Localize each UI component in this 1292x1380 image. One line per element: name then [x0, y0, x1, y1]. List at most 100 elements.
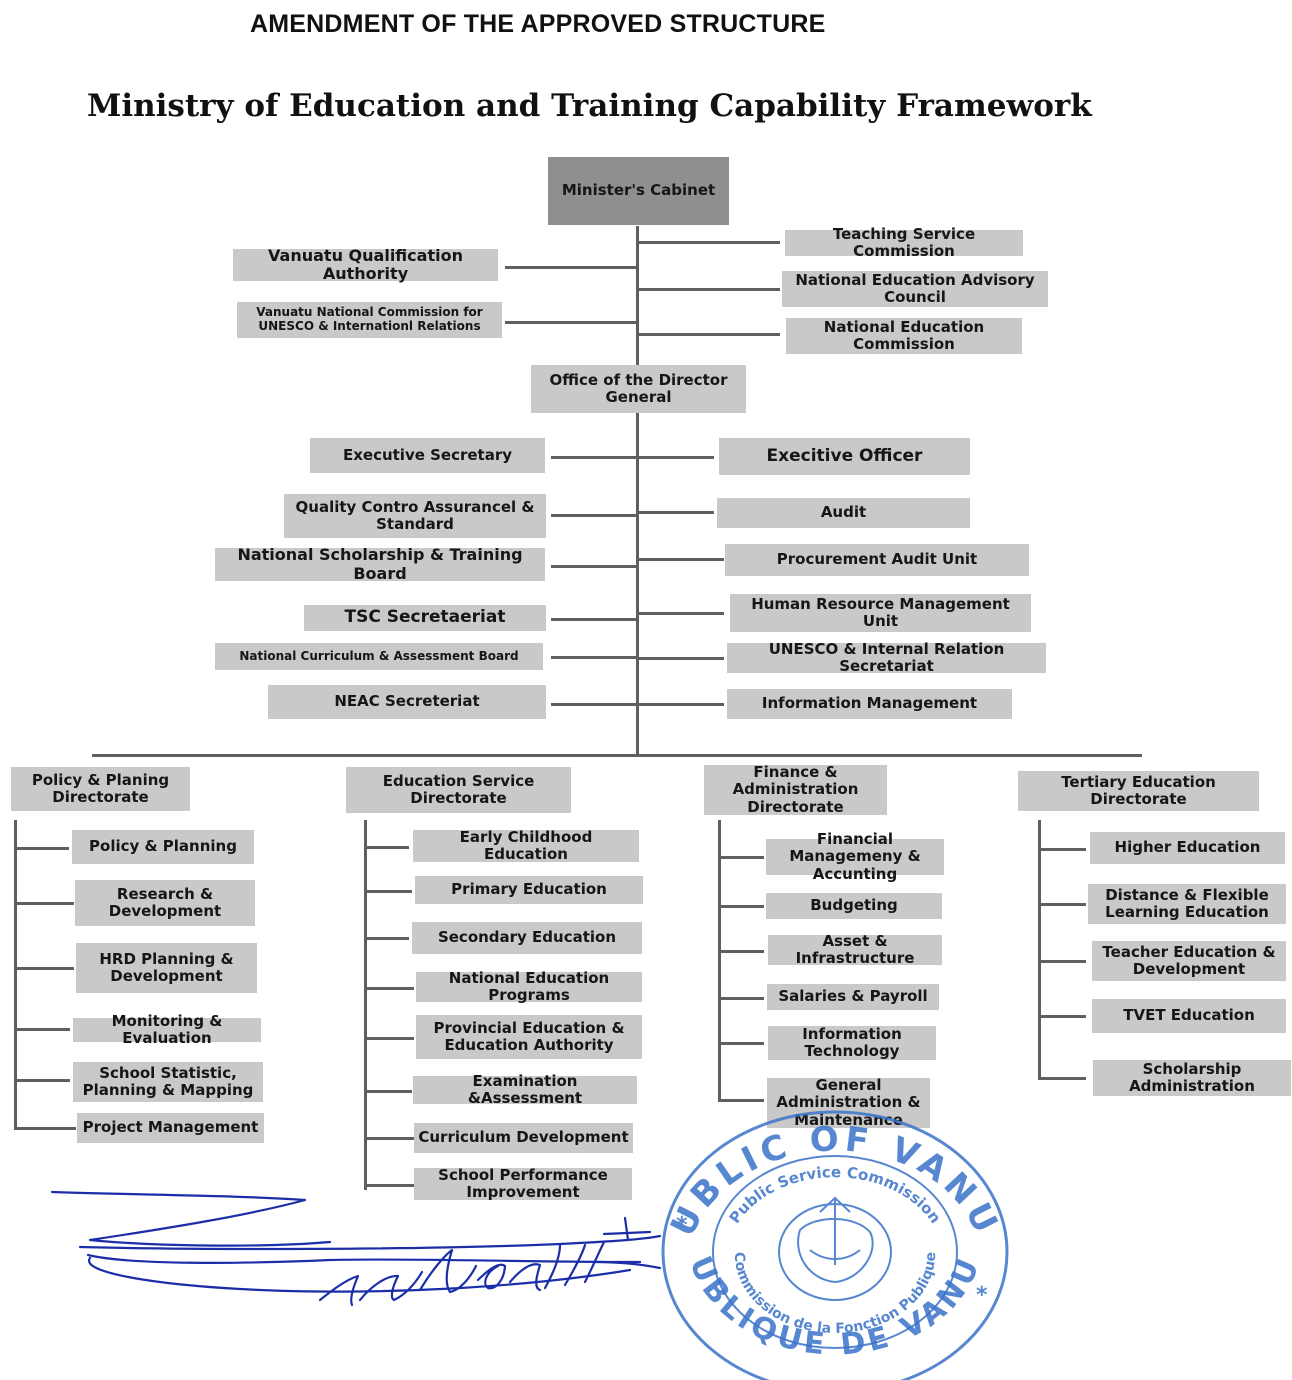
connector	[14, 902, 74, 905]
vanuatu-qualification-authority-box: Vanuatu Qualification Authority	[233, 246, 498, 283]
connector	[364, 1090, 412, 1093]
connector	[639, 703, 724, 706]
education-column-connector	[364, 820, 367, 1190]
connector	[551, 618, 636, 621]
connector	[639, 333, 780, 336]
connector	[14, 1127, 76, 1130]
national-scholarship-board-box: National Scholarship & Training Board	[215, 545, 545, 582]
connector	[718, 1042, 764, 1045]
unesco-secretariat-box: UNESCO & Internal Relation Secretariat	[727, 640, 1046, 675]
unit-salaries-payroll-box: Salaries & Payroll	[767, 984, 939, 1010]
finance-column-connector	[718, 820, 721, 1102]
finance-directorate-box: Finance & Administration Directorate	[704, 764, 887, 815]
connector	[639, 241, 780, 244]
connector	[718, 856, 764, 859]
connector	[14, 967, 74, 970]
connector	[505, 321, 636, 324]
connector	[364, 1137, 414, 1140]
connector	[639, 511, 714, 514]
unit-general-administration-box: General Administration & Maintenance	[767, 1077, 930, 1128]
unit-policy-planning-box: Policy & Planning	[72, 830, 254, 864]
tertiary-directorate-box: Tertiary Education Directorate	[1018, 771, 1259, 811]
unit-project-management-box: Project Management	[77, 1113, 264, 1143]
connector	[639, 456, 714, 459]
svg-text:*: *	[976, 1283, 988, 1308]
connector	[364, 1184, 414, 1187]
connector	[551, 656, 636, 659]
document-title: Ministry of Education and Training Capab…	[87, 88, 1092, 124]
unit-examination-assessment-box: Examination &Assessment	[413, 1072, 637, 1107]
unit-monitoring-evaluation-box: Monitoring & Evaluation	[73, 1012, 261, 1047]
ministers-cabinet-box: Minister's Cabinet	[548, 157, 729, 225]
unit-distance-learning-box: Distance & Flexible Learning Education	[1088, 884, 1286, 924]
connector	[364, 1037, 414, 1040]
unit-budgeting-box: Budgeting	[766, 893, 942, 919]
policy-directorate-box: Policy & Planing Directorate	[11, 767, 190, 811]
connector	[718, 905, 764, 908]
main-vertical-connector	[636, 226, 639, 756]
national-curriculum-board-box: National Curriculum & Assessment Board	[215, 643, 543, 670]
connector	[1038, 960, 1086, 963]
connector	[1038, 903, 1086, 906]
connector	[14, 1028, 70, 1031]
unit-school-performance-box: School Performance Improvement	[414, 1166, 632, 1201]
connector	[718, 950, 764, 953]
connector	[14, 847, 69, 850]
connector	[364, 987, 414, 990]
national-education-commission-box: National Education Commission	[786, 318, 1022, 354]
connector	[718, 1099, 764, 1102]
unit-scholarship-administration-box: Scholarship Administration	[1093, 1060, 1291, 1096]
connector	[1038, 1015, 1086, 1018]
connector	[639, 558, 724, 561]
unit-financial-management-box: Financial Managemeny & Accunting	[766, 831, 944, 882]
unit-research-development-box: Research & Development	[75, 880, 255, 926]
policy-column-connector	[14, 820, 17, 1130]
unit-national-education-programs-box: National Education Programs	[416, 969, 642, 1004]
directorates-horizontal-connector	[92, 754, 1142, 757]
connector	[364, 846, 409, 849]
teaching-service-commission-box: Teaching Service Commission	[785, 225, 1023, 260]
unit-asset-infrastructure-box: Asset & Infrastructure	[768, 932, 942, 967]
connector	[639, 612, 724, 615]
neac-secretariat-box: NEAC Secreteriat	[268, 685, 546, 719]
national-education-advisory-council-box: National Education Advisory Council	[782, 271, 1048, 307]
education-service-directorate-box: Education Service Directorate	[346, 767, 571, 813]
connector	[551, 514, 636, 517]
unit-primary-education-box: Primary Education	[415, 876, 643, 904]
connector	[551, 456, 636, 459]
information-management-box: Information Management	[727, 689, 1012, 719]
connector	[1038, 848, 1086, 851]
unit-provincial-education-box: Provincial Education & Education Authori…	[416, 1015, 642, 1059]
tsc-secretariat-box: TSC Secretaeriat	[304, 605, 546, 631]
connector	[639, 657, 724, 660]
unesco-commission-box: Vanuatu National Commission for UNESCO &…	[237, 302, 502, 338]
unit-school-statistic-box: School Statistic, Planning & Mapping	[73, 1062, 263, 1102]
unit-higher-education-box: Higher Education	[1090, 832, 1285, 864]
tertiary-column-connector	[1038, 820, 1041, 1080]
unit-hrd-planning-box: HRD Planning & Development	[76, 943, 257, 993]
audit-box: Audit	[717, 498, 970, 528]
connector	[551, 703, 636, 706]
connector	[364, 937, 409, 940]
connector	[505, 266, 636, 269]
unit-curriculum-development-box: Curriculum Development	[414, 1123, 633, 1153]
connector	[551, 565, 636, 568]
executive-secretary-box: Executive Secretary	[310, 438, 545, 473]
connector	[639, 288, 780, 291]
executive-officer-box: Execitive Officer	[719, 438, 970, 475]
office-of-director-general-box: Office of the Director General	[531, 365, 746, 413]
svg-text:*: *	[676, 1213, 688, 1238]
connector	[718, 997, 764, 1000]
unit-early-childhood-box: Early Childhood Education	[413, 828, 639, 863]
svg-text:REPUBLIC OF VANUATU: REPUBLIC OF VANUATU	[0, 0, 1002, 1243]
document-heading: AMENDMENT OF THE APPROVED STRUCTURE	[250, 10, 826, 38]
unit-secondary-education-box: Secondary Education	[412, 922, 642, 954]
procurement-audit-unit-box: Procurement Audit Unit	[725, 544, 1029, 576]
unit-teacher-education-box: Teacher Education & Development	[1092, 941, 1286, 981]
human-resource-unit-box: Human Resource Management Unit	[730, 594, 1031, 632]
connector	[14, 1079, 70, 1082]
connector	[364, 890, 412, 893]
quality-control-box: Quality Contro Assurancel & Standard	[284, 494, 546, 538]
